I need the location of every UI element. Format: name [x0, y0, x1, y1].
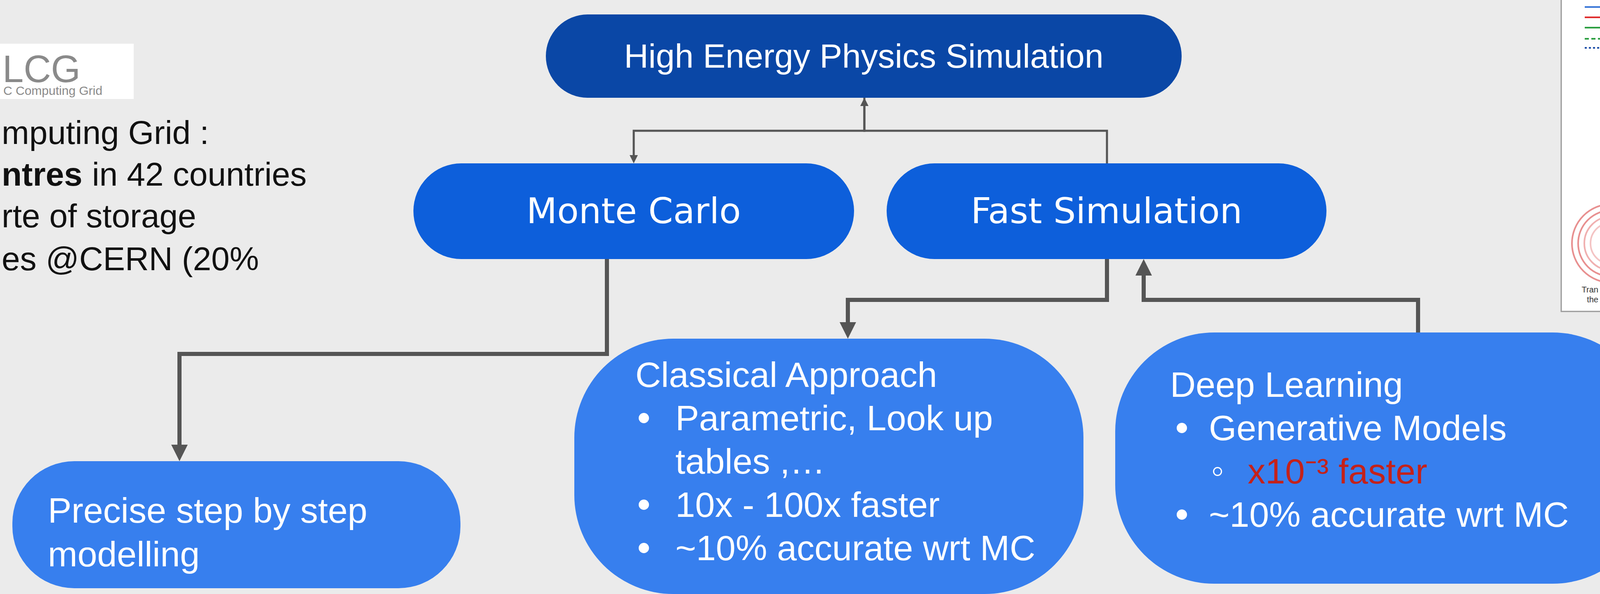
bullet-row: ~10% accurate wrt MC	[1170, 493, 1589, 537]
chart-line	[1584, 6, 1600, 8]
node-content: High Energy Physics Simulation	[623, 35, 1104, 77]
chart-caption: the	[1586, 294, 1599, 305]
bullet-dot	[638, 542, 649, 554]
sub-bullet	[1212, 467, 1223, 477]
node-content: Monte Carlo	[526, 189, 742, 233]
node-title: Monte Carlo	[526, 189, 742, 233]
method-box: Fast Simulation	[886, 163, 1327, 260]
node-content: Precise step by step modelling	[47, 488, 436, 576]
node-title: High Energy Physics Simulation	[623, 35, 1104, 77]
bullet-dot	[638, 499, 649, 510]
body-text: in 42 countries	[92, 154, 307, 195]
node-content: Deep LearningGenerative Modelsx10⁻³ fast…	[1170, 363, 1589, 537]
node-heading: Classical Approach	[635, 353, 1055, 397]
body-text-bold: ntres	[1, 154, 83, 195]
bullet-dot	[1176, 422, 1188, 434]
node-heading: Deep Learning	[1170, 363, 1589, 407]
detail-box: Precise step by step modelling	[12, 461, 461, 589]
bullet-text: ~10% accurate wrt MC	[675, 526, 1055, 570]
node-content: Fast Simulation	[970, 189, 1243, 233]
bullet-text: Generative Models	[1208, 406, 1589, 450]
logo-panel	[0, 43, 134, 100]
body-text: es @CERN (20%	[1, 239, 260, 279]
root-box: High Energy Physics Simulation	[545, 14, 1182, 98]
bullet-row: Parametric, Look up tables ,…	[635, 396, 1055, 484]
connector-arrow	[1143, 275, 1419, 333]
logo-subtitle: C Computing Grid	[3, 83, 103, 99]
node-content: Classical ApproachParametric, Look up ta…	[635, 353, 1055, 570]
bullet-dot	[638, 412, 649, 424]
chart-line	[1584, 37, 1600, 40]
method-box: Monte Carlo	[413, 163, 855, 260]
body-text: mputing Grid :	[1, 113, 209, 153]
bullet-row: 10x - 100x faster	[635, 483, 1055, 527]
bullet-row: ~10% accurate wrt MC	[635, 526, 1055, 570]
approach-box: Deep LearningGenerative Modelsx10⁻³ fast…	[1115, 332, 1600, 584]
connector-arrow	[179, 259, 607, 445]
bullet-text: ~10% accurate wrt MC	[1208, 493, 1589, 537]
chart-line	[1584, 47, 1600, 49]
connector-arrow	[847, 259, 1107, 323]
chart-line	[1584, 26, 1600, 29]
chart-line	[1584, 16, 1600, 19]
chart-caption: Tran	[1581, 284, 1599, 295]
connector-arrow	[864, 106, 1107, 164]
approach-box: Classical ApproachParametric, Look up ta…	[574, 338, 1084, 594]
body-text: rte of storage	[1, 196, 196, 236]
bullet-row: Generative Models	[1170, 406, 1589, 450]
bullet-dot	[1176, 509, 1188, 520]
connector-arrow	[633, 97, 865, 156]
node-title: Fast Simulation	[970, 189, 1243, 233]
bullet-row: x10⁻³ faster	[1170, 449, 1589, 494]
highlight-text: x10⁻³ faster	[1247, 449, 1589, 494]
bullet-text: Parametric, Look up tables ,…	[675, 396, 1055, 484]
detector-drawing	[1571, 204, 1600, 283]
node-text: Precise step by step modelling	[47, 488, 436, 576]
bullet-text: 10x - 100x faster	[675, 483, 1055, 527]
